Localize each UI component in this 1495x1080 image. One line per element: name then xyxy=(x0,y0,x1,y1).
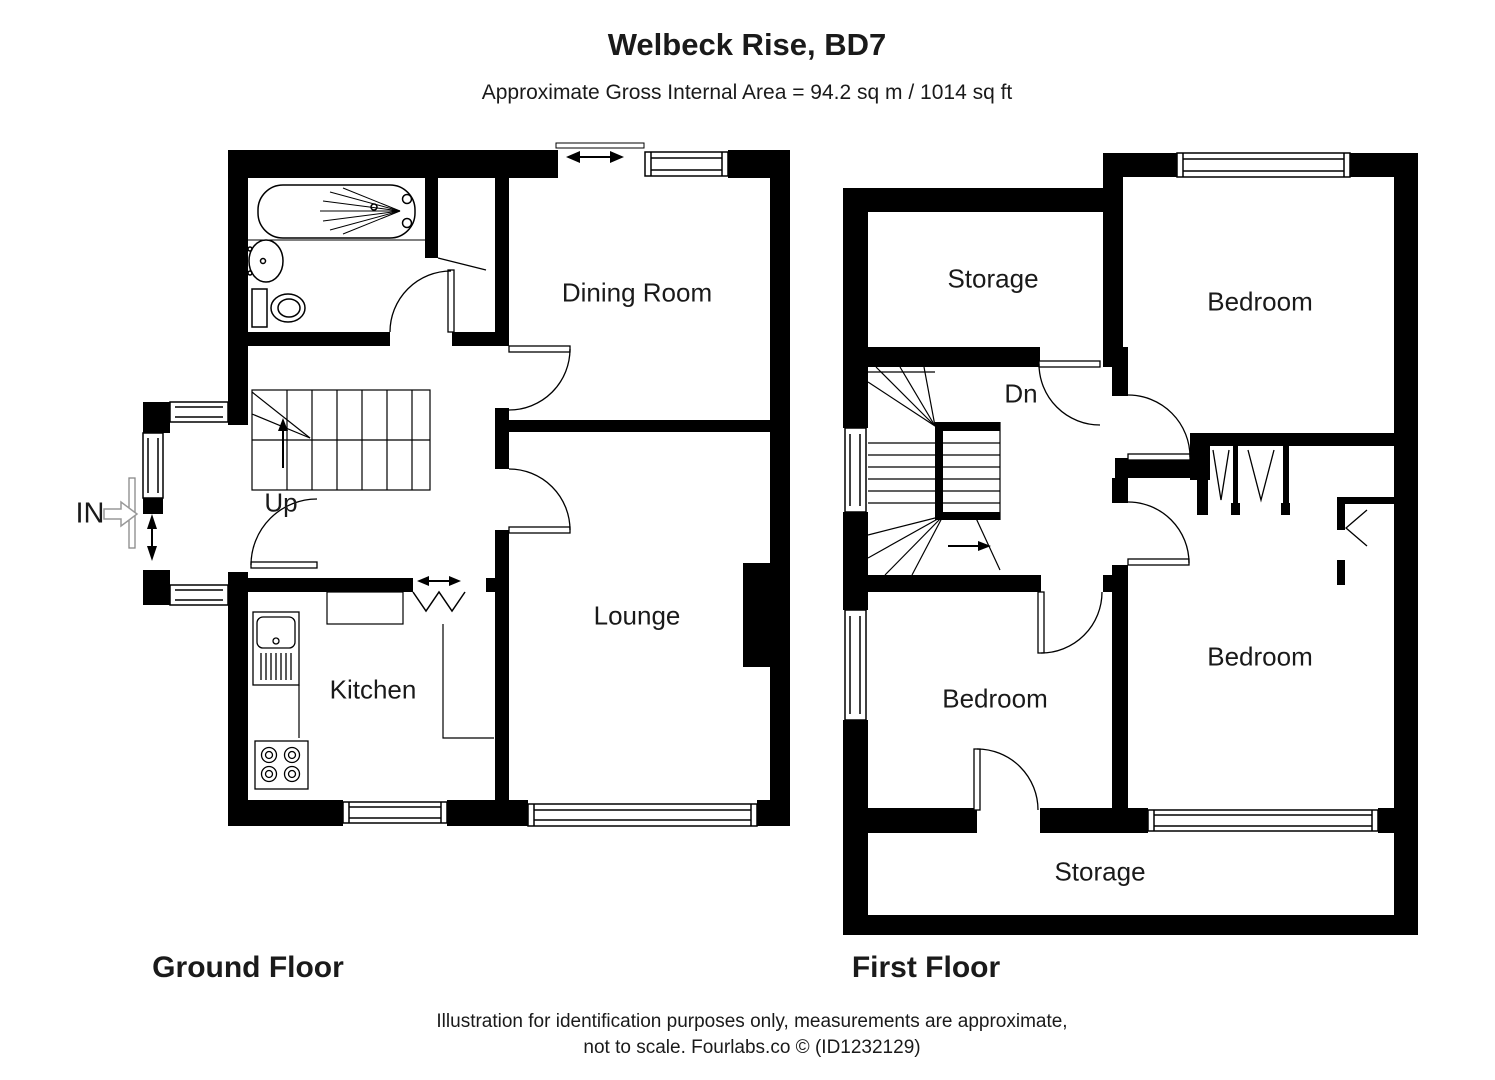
room-label-storage-bottom: Storage xyxy=(1054,856,1146,887)
toilet-icon xyxy=(251,288,306,328)
page-subtitle: Approximate Gross Internal Area = 94.2 s… xyxy=(481,81,1013,104)
stairs-up-arrow xyxy=(278,418,288,468)
wardrobe-door-chevron xyxy=(1345,509,1368,547)
door-bedroom-right xyxy=(1127,501,1190,566)
room-label-storage-top: Storage xyxy=(947,263,1039,294)
door-storage-bottom xyxy=(973,748,1039,811)
footer-line-2: not to scale. Fourlabs.co © (ID1232129) xyxy=(583,1037,921,1058)
window-kitchen xyxy=(342,801,448,824)
door-bedroom-left xyxy=(1037,591,1103,654)
ground-floor-label: Ground Floor xyxy=(152,951,344,984)
room-label-lounge: Lounge xyxy=(593,600,681,631)
closet-door-chevron-1 xyxy=(1212,449,1230,501)
first-walls xyxy=(843,153,1418,935)
door-bedroom-top xyxy=(1127,394,1191,461)
in-arrow-icon xyxy=(103,500,139,528)
door-storage-top xyxy=(1038,360,1101,426)
window-porch-bottom xyxy=(169,584,229,606)
door-lounge xyxy=(508,468,571,534)
entrance-swing-arrow xyxy=(147,514,157,561)
room-label-bedroom-right: Bedroom xyxy=(1207,641,1313,672)
ground-doors xyxy=(250,257,571,569)
first-floor-plan xyxy=(843,152,1418,935)
window-bedroom-right xyxy=(1147,809,1379,832)
door-dining xyxy=(508,345,571,411)
first-floor-label: First Floor xyxy=(851,951,1001,984)
room-label-bedroom-left: Bedroom xyxy=(942,683,1048,714)
page-title: Welbeck Rise, BD7 xyxy=(607,27,887,62)
closet-door-chevron-2 xyxy=(1247,449,1275,503)
stairs-down-arrow xyxy=(948,541,991,551)
window-porch-top xyxy=(169,401,229,423)
door-hall-stairs xyxy=(250,498,318,569)
bath-icon xyxy=(248,184,425,241)
room-label-bedroom-top: Bedroom xyxy=(1207,286,1313,317)
room-label-kitchen: Kitchen xyxy=(329,674,417,705)
window-dining xyxy=(644,151,729,177)
sliding-door-dining xyxy=(555,142,645,163)
window-lounge xyxy=(527,803,758,827)
ground-windows xyxy=(142,151,758,827)
ground-floor-plan xyxy=(103,142,790,827)
entrance-in-label: IN xyxy=(75,497,105,530)
footer-line-1: Illustration for identification purposes… xyxy=(436,1011,1068,1032)
window-bedroom-top xyxy=(1176,152,1351,178)
stairs-dn-label: Dn xyxy=(1004,378,1038,409)
window-stairs xyxy=(844,427,867,513)
door-bathroom xyxy=(389,269,455,333)
window-bedroom-left xyxy=(844,609,867,721)
hob-icon xyxy=(254,740,309,790)
ground-walls xyxy=(143,150,790,826)
folding-door-kitchen xyxy=(412,576,466,613)
kitchen-counter xyxy=(298,591,494,739)
sink-icon xyxy=(247,239,284,283)
room-label-dining: Dining Room xyxy=(561,277,713,308)
first-windows xyxy=(844,152,1379,832)
door-airing-cupboard xyxy=(437,257,487,271)
entrance xyxy=(103,477,157,561)
stairs-up xyxy=(251,389,431,491)
stairs-down xyxy=(867,366,1001,576)
stairs-up-label: Up xyxy=(264,487,298,518)
first-doors xyxy=(973,360,1368,811)
kitchen-sink-icon xyxy=(252,611,300,686)
window-porch-left xyxy=(142,432,164,499)
